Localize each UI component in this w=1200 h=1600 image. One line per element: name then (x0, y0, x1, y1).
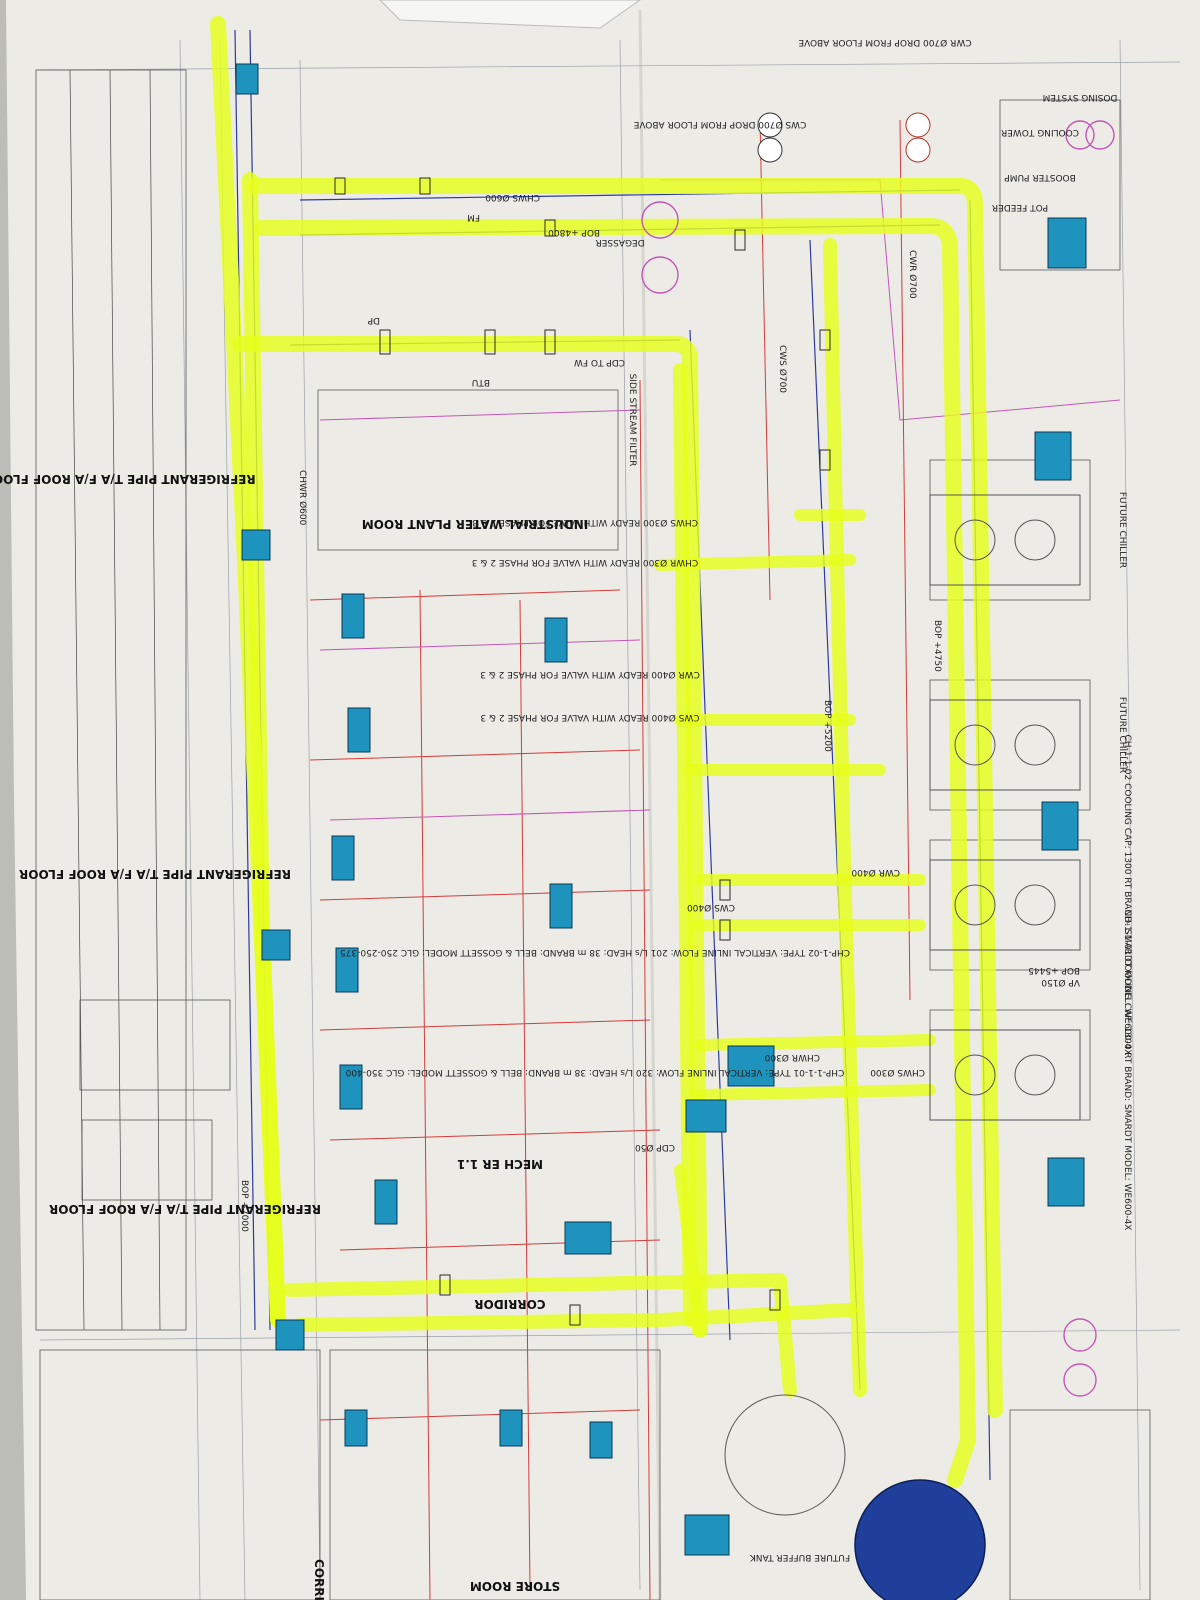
room-labels: INDUSTRIAL WATER PLANT ROOM MECH ER 1.1 … (312, 517, 588, 1600)
pipe-tag: CHWS Ø600 (485, 192, 540, 203)
phase-note: CHWS Ø300 READY WITH VALVE FOR PHASE 2 &… (472, 517, 698, 528)
paper-fold (638, 9, 662, 1600)
pump-spec: CHP-1-1-01 TYPE: VERTICAL INLINE FLOW: 3… (345, 1067, 844, 1077)
phase-notes: CHWR Ø300 READY WITH VALVE FOR PHASE 2 &… (472, 517, 700, 723)
fcu-unit (544, 617, 568, 663)
fcu-unit (564, 1221, 612, 1255)
mech-room-label: MECH ER 1.1 (457, 1157, 543, 1171)
degasser-equipment (641, 120, 1115, 1397)
cwr-drop-note: CWR Ø700 DROP FROM FLOOR ABOVE (798, 37, 972, 48)
fcu-unit (374, 1179, 398, 1225)
fan-coil-units (235, 63, 1087, 1556)
equipment-labels: DEGASSER SIDE STREAM FILTER FUTURE BUFFE… (595, 92, 1117, 1562)
phase-note: CWS Ø400 READY WITH VALVE FOR PHASE 2 & … (480, 712, 699, 723)
refrigerant-note: REFRIGERANT PIPE T/A F/A ROOF FLOC (0, 472, 256, 486)
fcu-unit (335, 947, 359, 993)
pump-spec: CHP-1-02 TYPE: VERTICAL INLINE FLOW: 201… (340, 947, 850, 957)
fcu-unit (685, 1099, 727, 1133)
fcu-unit (1034, 431, 1072, 481)
stacked-sheets-corner (379, 0, 641, 29)
fcu-unit (341, 593, 365, 639)
plant-room-label: INDUSTRIAL WATER PLANT ROOM (362, 517, 588, 531)
chiller-label: CH-1-1-02 COOLING CAP: 1300 RT BRAND: SM… (1122, 735, 1132, 1056)
chiller-labels: CH-1-1-01 COOLING CAP: 1300 RT BRAND: SM… (1117, 492, 1132, 1231)
riser-symbols (757, 112, 931, 163)
fcu-unit (275, 1319, 305, 1351)
left-bay-outlines (35, 69, 231, 1331)
fcu-unit (1047, 217, 1087, 269)
fcu-unit (1041, 801, 1079, 851)
fcu-unit (727, 1045, 775, 1087)
phase-note: CWR Ø400 READY WITH VALVE FOR PHASE 2 & … (480, 669, 700, 680)
chiller-label: FUTURE CHILLER (1117, 492, 1127, 568)
booster-pump-label: BOOSTER PUMP (1004, 172, 1076, 182)
fcu-unit (499, 1409, 523, 1447)
pot-feeder-label: POT FEEDER (992, 202, 1048, 212)
cws-drop-note: CWS Ø700 DROP FROM FLOOR ABOVE (633, 119, 806, 130)
fcu-unit (684, 1514, 730, 1556)
pipe-tags: CHWS Ø600 CHWR Ø600 CWR Ø700 CWS Ø700 BO… (239, 192, 1080, 1232)
phase-note: CHWR Ø300 READY WITH VALVE FOR PHASE 2 &… (472, 557, 698, 568)
pipe-tag: FM (467, 212, 480, 222)
dosing-system-label: DOSING SYSTEM (1043, 92, 1118, 102)
pipe-tag: CWS Ø400 (687, 902, 735, 913)
pipe-tag: CDP Ø50 (635, 1142, 675, 1153)
pipe-tag: BOP +4800 (548, 227, 600, 237)
corridor-label: CORRIDOR (474, 1297, 545, 1311)
pipe-tag: BOP +4750 (932, 620, 942, 672)
pipe-tag: CHWS Ø300 (870, 1067, 925, 1078)
fcu-unit (347, 707, 371, 753)
pipe-tag: CWR Ø700 (907, 250, 918, 299)
store-room-label: STORE ROOM (470, 1579, 560, 1593)
side-stream-label: SIDE STREAM FILTER (627, 374, 637, 467)
fcu-unit (331, 835, 355, 881)
refrigerant-note: REFRIGERANT PIPE T/A F/A ROOF FLOOR (19, 867, 291, 881)
fcu-unit (339, 1064, 363, 1110)
chiller-label: FUTURE CHILLER (1117, 697, 1127, 773)
buffer-tank-outline (724, 1394, 846, 1516)
riser-notes: CWR Ø700 DROP FROM FLOOR ABOVE CWS Ø700 … (633, 37, 971, 130)
fcu-unit (261, 929, 291, 961)
fcu-unit (589, 1421, 613, 1459)
pump-specs: CHP-1-1-01 TYPE: VERTICAL INLINE FLOW: 3… (340, 947, 850, 1077)
pipe-tag: DP (367, 315, 380, 325)
corridor-cut-label: CORRI (312, 1559, 326, 1600)
refrigerant-note: REFRIGERANT PIPE T/A F/A ROOF FLOOR (49, 1202, 321, 1216)
pipe-tag: BOP +7000 (239, 1180, 249, 1232)
buffer-tank-label: FUTURE BUFFER TANK (749, 1552, 850, 1562)
pipe-tag: CWR Ø400 (851, 867, 900, 878)
fcu-unit (549, 883, 573, 929)
pipe-tag: CHWR Ø600 (297, 470, 308, 526)
chiller-units (929, 494, 1081, 1121)
pipe-tag: VP Ø150 (1041, 977, 1080, 988)
fcu-unit (241, 529, 271, 561)
pipe-tag: BOP +5445 (1028, 965, 1080, 975)
pipe-tag: CWS Ø700 (777, 345, 788, 393)
fcu-unit (1047, 1157, 1085, 1207)
pipe-tag: CHWR Ø300 (764, 1052, 820, 1063)
fcu-unit (235, 63, 259, 95)
cooling-tower-label: COOLING TOWER (1001, 127, 1079, 137)
refrigerant-notes: REFRIGERANT PIPE T/A F/A ROOF FLOC REFRI… (0, 472, 321, 1216)
valve-symbols (334, 177, 831, 1326)
chiller-label: CH-1-1-01 COOLING CAP: 1300 RT BRAND: SM… (1122, 910, 1132, 1231)
pipe-tag: BTU (472, 377, 490, 387)
degasser-label: DEGASSER (595, 237, 644, 247)
storage-tank (854, 1479, 986, 1600)
pipe-tag: BOP +5200 (822, 700, 832, 752)
fcu-unit (344, 1409, 368, 1447)
pipe-tag: CDP TO FW (574, 357, 625, 367)
